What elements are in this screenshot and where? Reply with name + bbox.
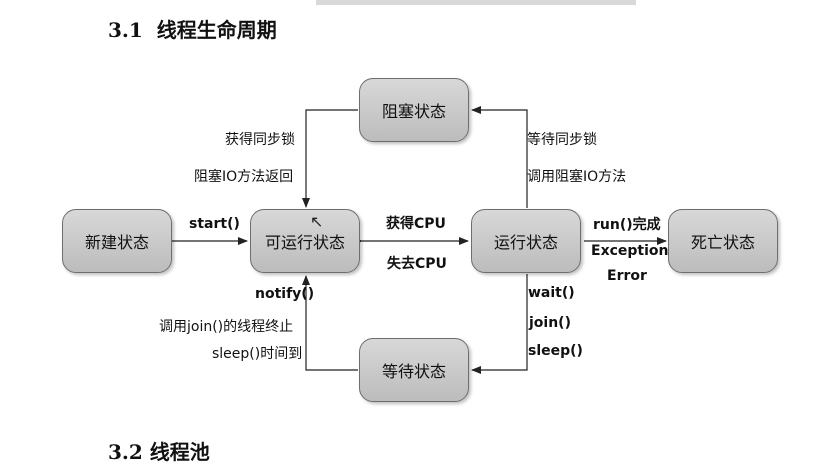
- next-section-heading: 3.2 线程池: [108, 440, 210, 464]
- label-notify: notify(): [255, 286, 315, 302]
- label-get-cpu: 获得CPU: [386, 216, 446, 232]
- label-join-thread-end: 调用join()的线程终止: [159, 319, 294, 335]
- label-lose-cpu: 失去CPU: [387, 256, 447, 272]
- state-running: 运行状态: [471, 209, 581, 273]
- state-new: 新建状态: [62, 209, 172, 273]
- state-blocked: 阻塞状态: [359, 78, 469, 142]
- arrow-waiting-to-runnable: [302, 275, 358, 371]
- label-sleep-time-up: sleep()时间到: [212, 346, 303, 362]
- label-call-blocking-io: 调用阻塞IO方法: [527, 169, 627, 185]
- state-dead: 死亡状态: [668, 209, 778, 273]
- arrow-running-to-blocked: [471, 106, 528, 208]
- label-sleep: sleep(): [528, 343, 583, 359]
- transition-arrows: [172, 106, 667, 374]
- label-error: Error: [607, 268, 647, 284]
- section-heading: 3.1 线程生命周期: [108, 14, 277, 43]
- label-blocking-io-return: 阻塞IO方法返回: [194, 169, 294, 185]
- arrow-blocked-to-runnable: [302, 109, 358, 208]
- label-get-sync-lock: 获得同步锁: [225, 132, 295, 148]
- label-wait: wait(): [528, 285, 575, 301]
- section-number: 3.1: [108, 18, 143, 42]
- label-join: join(): [529, 315, 571, 331]
- section-title: 线程生命周期: [156, 18, 277, 42]
- arrow-running-to-waiting: [471, 274, 528, 374]
- state-waiting: 等待状态: [359, 338, 469, 402]
- label-wait-sync-lock: 等待同步锁: [527, 132, 597, 148]
- label-exception: Exception: [591, 243, 669, 259]
- label-run-done: run()完成: [593, 217, 661, 233]
- mouse-cursor-icon: ↖: [310, 212, 324, 231]
- label-start: start(): [189, 216, 240, 232]
- state-runnable: 可运行状态: [250, 209, 360, 273]
- top-gray-bar: [316, 0, 636, 5]
